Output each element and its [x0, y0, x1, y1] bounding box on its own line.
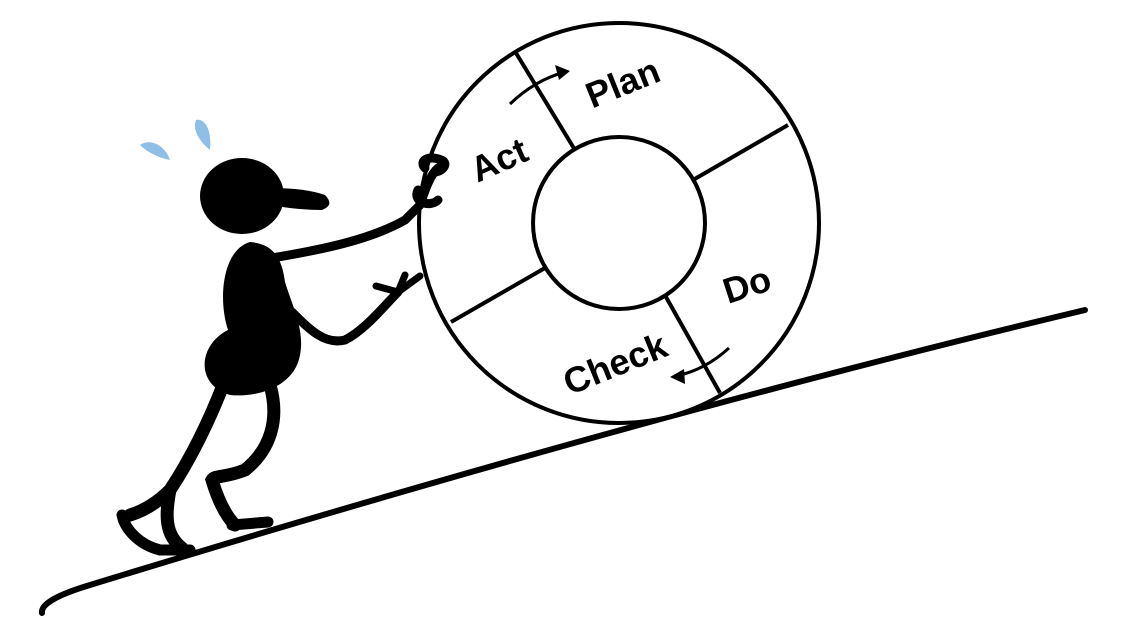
figure-front-foot	[226, 516, 274, 531]
sweat-drop-left	[140, 142, 170, 160]
hill-slope	[39, 307, 1088, 616]
sweat-drop-right	[194, 119, 211, 150]
figure-lower-hand	[372, 271, 424, 296]
figure-front-leg	[204, 378, 281, 532]
figure-head	[200, 158, 284, 234]
sweat-drops	[140, 119, 211, 160]
figure-nose	[272, 188, 330, 210]
spoke-check-act	[450, 266, 546, 324]
pushing-figure	[116, 153, 450, 556]
figure-torso	[204, 242, 302, 396]
figure-lower-arm	[287, 287, 403, 346]
figure-back-foot	[116, 509, 196, 556]
wheel-hub	[531, 135, 707, 311]
arrow-act-to-plan	[508, 65, 570, 106]
spoke-act-plan	[514, 51, 577, 152]
figure-upper-hand	[412, 153, 450, 209]
pdca-wheel: Plan Do Check Act	[417, 21, 821, 425]
figure-upper-arm	[267, 163, 443, 263]
figure-back-leg	[123, 373, 232, 555]
spoke-plan-do	[691, 123, 790, 182]
spoke-do-check	[664, 296, 722, 394]
arrow-do-to-check	[670, 346, 731, 384]
